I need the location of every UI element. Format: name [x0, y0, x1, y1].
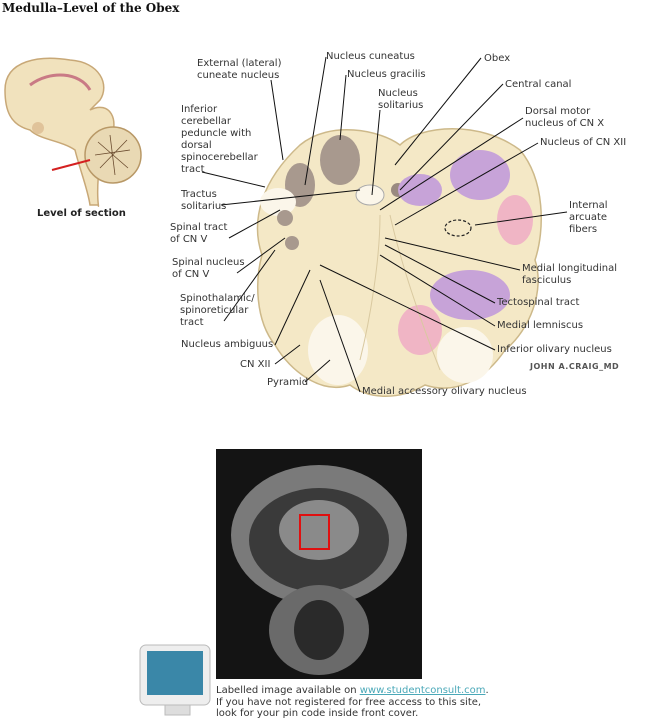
label-nucleus-ambiguus: Nucleus ambiguus: [181, 339, 274, 350]
label-cn-xii: CN XII: [240, 359, 271, 370]
footer-note: Labelled image available on www.studentc…: [216, 685, 489, 720]
label-medial-accessory-olivary: Medial accessory olivary nucleus: [362, 386, 527, 397]
label-internal-arcuate-fibers: Internal arcuate fibers: [569, 200, 608, 235]
label-nucleus-gracilis: Nucleus gracilis: [347, 69, 426, 80]
label-central-canal: Central canal: [505, 79, 572, 90]
label-spinal-tract-cn-v: Spinal tract of CN V: [170, 222, 228, 245]
footer-line1-post: .: [485, 685, 489, 696]
label-cn-xii-nucleus: Nucleus of CN XII: [540, 137, 627, 148]
section-level-marker: [51, 159, 91, 171]
label-inferior-cerebellar-peduncle: Inferior cerebellar peduncle with dorsal…: [181, 104, 258, 175]
page-title: Medulla–Level of the Obex: [2, 1, 180, 15]
label-nucleus-cuneatus: Nucleus cuneatus: [326, 51, 415, 62]
region-highlight-box: [299, 514, 330, 550]
label-tectospinal-tract: Tectospinal tract: [497, 297, 580, 308]
footer-line2: If you have not registered for free acce…: [216, 696, 482, 708]
footer-line1-pre: Labelled image available on: [216, 685, 360, 696]
medulla-cross-section: [256, 128, 542, 397]
sagittal-caption: Level of section: [37, 208, 126, 219]
label-spinothalamic-tract: Spinothalamic/ spinoreticular tract: [180, 293, 255, 328]
label-external-cuneate: External (lateral) cuneate nucleus: [197, 58, 282, 81]
label-inferior-olivary: Inferior olivary nucleus: [497, 344, 612, 355]
label-obex: Obex: [484, 53, 511, 64]
studentconsult-link[interactable]: www.studentconsult.com: [359, 685, 486, 696]
label-pyramid: Pyramid: [267, 377, 309, 388]
mri-image: [216, 449, 422, 679]
sagittal-brain-illustration: [4, 57, 142, 207]
footer-line3: look for your pin code inside front cove…: [216, 708, 419, 719]
computer-monitor-icon: [139, 644, 211, 716]
leader-lines: [201, 56, 568, 393]
label-tractus-solitarius: Tractus solitarius: [181, 189, 227, 212]
label-nucleus-solitarius: Nucleus solitarius: [378, 88, 424, 111]
label-spinal-nucleus-cn-v: Spinal nucleus of CN V: [172, 257, 245, 280]
label-mlf: Medial longitudinal fasciculus: [522, 263, 617, 286]
label-medial-lemniscus: Medial lemniscus: [497, 320, 584, 331]
artist-signature: JOHN A.CRAIG_MD: [530, 362, 620, 371]
label-dorsal-motor-nucleus: Dorsal motor nucleus of CN X: [525, 106, 605, 129]
